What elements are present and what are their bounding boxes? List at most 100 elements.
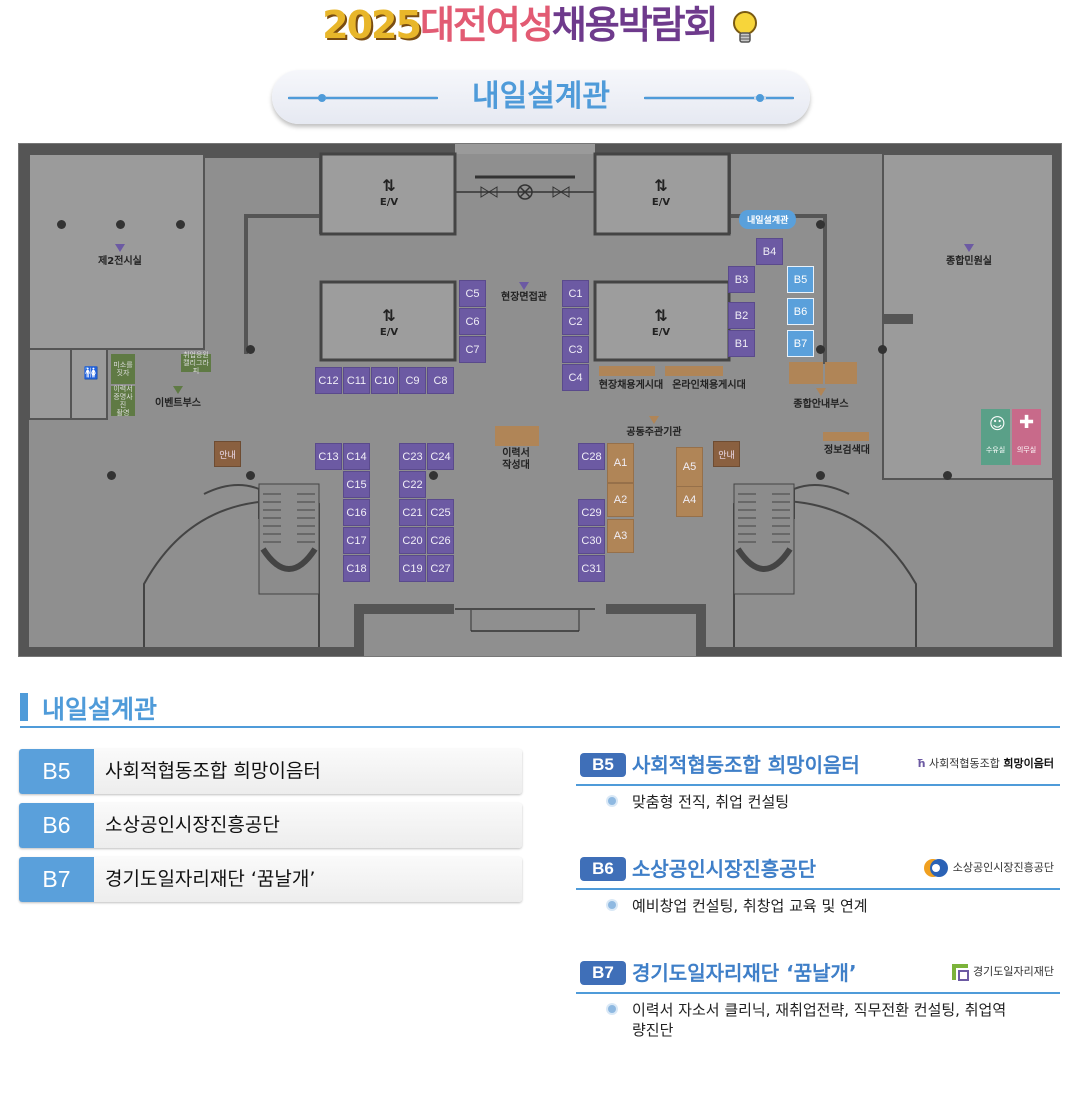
banner-line-left — [288, 94, 438, 102]
booth-c27: C27 — [427, 555, 454, 582]
zone-info-booth: 종합안내부스 — [793, 399, 849, 410]
booth-b6: B6 — [787, 298, 814, 325]
event-title-year: 2025 — [322, 3, 422, 47]
elevator-icon: ⇅ — [654, 306, 668, 325]
booth-c10: C10 — [371, 367, 398, 394]
event-title-part1: 대전 — [419, 3, 488, 47]
event-box-photo: 이력서 증명사진 촬영 — [111, 385, 135, 417]
booth-a5: A5 — [676, 447, 703, 487]
restroom-icon: 🚻 — [83, 366, 99, 380]
hall-banner: 내일설계관 — [272, 70, 810, 124]
booth-c12: C12 — [315, 367, 342, 394]
zone-event-booth: 이벤트부스 — [155, 398, 201, 409]
booth-b4: B4 — [756, 238, 783, 265]
organization-logo: 소상공인시장진흥공단 — [923, 858, 1054, 878]
medical-room-label: 의무실 — [1016, 446, 1037, 454]
booth-a4: A4 — [676, 483, 703, 517]
booth-c16: C16 — [343, 499, 370, 526]
booth-c7: C7 — [459, 336, 486, 363]
elevator-4: ⇅E/V — [646, 306, 676, 338]
zone-info-search: 정보검색대 — [824, 445, 870, 456]
booth-c14: C14 — [343, 443, 370, 470]
booth-code: B6 — [19, 803, 94, 848]
detail-description: 맞춤형 전직, 취업 컨설팅 — [632, 793, 790, 811]
event-title-part3: 채용박람회 — [551, 3, 719, 47]
marker-icon — [816, 388, 826, 396]
booth-c30: C30 — [578, 527, 605, 554]
event-box-smile: 미소를 짓자 — [111, 354, 135, 384]
banner-line-right — [644, 94, 794, 102]
marker-icon — [173, 386, 183, 394]
booth-c24: C24 — [427, 443, 454, 470]
medical-cross-icon: ✚ — [1019, 412, 1035, 433]
baby-icon: ☺ — [989, 414, 1006, 433]
booth-c29: C29 — [578, 499, 605, 526]
booth-c13: C13 — [315, 443, 342, 470]
nursing-room-label: 수유실 — [985, 446, 1006, 454]
booth-b2: B2 — [728, 302, 755, 329]
detail-description: 이력서 자소서 클리닉, 재취업전략, 직무전환 컨설팅, 취업역량진단 — [632, 1001, 1007, 1039]
booth-c23: C23 — [399, 443, 426, 470]
zone-online-board: 온라인채용게시대 — [672, 380, 746, 391]
booth-b1: B1 — [728, 330, 755, 357]
booth-c15: C15 — [343, 471, 370, 498]
booth-b7: B7 — [787, 330, 814, 357]
section-header: 내일설계관 — [20, 688, 1060, 728]
logo-mark-icon: ħ — [916, 757, 926, 770]
booth-a1: A1 — [607, 443, 634, 483]
booth-c8: C8 — [427, 367, 454, 394]
detail-code: B7 — [580, 961, 626, 985]
booth-c19: C19 — [399, 555, 426, 582]
booth-name: 경기도일자리재단 ‘꿈날개’ — [105, 868, 316, 890]
hall-banner-title: 내일설계관 — [472, 79, 610, 114]
hall-location-tag: 내일설계관 — [739, 210, 797, 229]
lightbulb-icon — [732, 10, 757, 43]
booth-b3: B3 — [728, 266, 755, 293]
detail-code: B6 — [580, 857, 626, 881]
booth-c6: C6 — [459, 308, 486, 335]
floor-map: ⇅E/V ⇅E/V ⇅E/V ⇅E/V 제2전시실 종합민원실 현장면접관 이벤… — [18, 143, 1062, 657]
detail-name: 경기도일자리재단 ‘꿈날개’ — [632, 961, 857, 985]
zone-co-host: 공동주관기관 — [626, 427, 682, 438]
booth-c22: C22 — [399, 471, 426, 498]
detail-description: 예비창업 컨설팅, 취창업 교육 및 연계 — [632, 897, 868, 915]
booth-code: B5 — [19, 749, 94, 794]
booth-detail-b7: B7 경기도일자리재단 ‘꿈날개’ 경기도일자리재단 이력서 자소서 클리닉, … — [576, 958, 1060, 1040]
booth-a3: A3 — [607, 519, 634, 553]
detail-name: 사회적협동조합 희망이음터 — [632, 753, 860, 777]
bullet-icon — [608, 797, 616, 805]
booth-detail-b5: B5 사회적협동조합 희망이음터 ħ 사회적협동조합 희망이음터 맞춤형 전직,… — [576, 750, 1060, 812]
booth-code: B7 — [19, 857, 94, 902]
booth-list-item: B6 소상공인시장진흥공단 — [19, 803, 522, 848]
organization-logo: 경기도일자리재단 — [950, 962, 1054, 982]
event-title: 2025대전여성채용박람회 — [0, 2, 1080, 48]
elevator-2: ⇅E/V — [646, 176, 676, 208]
booth-b5: B5 — [787, 266, 814, 293]
elevator-3: ⇅E/V — [374, 306, 404, 338]
zone-onsite-board: 현장채용게시대 — [598, 380, 664, 391]
elevator-icon: ⇅ — [382, 176, 396, 195]
booth-c11: C11 — [343, 367, 370, 394]
marker-icon — [115, 244, 125, 252]
elevator-1: ⇅E/V — [374, 176, 404, 208]
booth-name: 소상공인시장진흥공단 — [105, 814, 280, 836]
medical-room: 의무실 — [1012, 409, 1041, 465]
semas-logo-icon — [924, 859, 949, 877]
nursing-room: 수유실 — [981, 409, 1010, 465]
booth-c5: C5 — [459, 280, 486, 307]
elevator-icon: ⇅ — [654, 176, 668, 195]
booth-c9: C9 — [399, 367, 426, 394]
zone-interview: 현장면접관 — [501, 292, 547, 303]
booth-c1: C1 — [562, 280, 589, 307]
organization-logo: ħ 사회적협동조합 희망이음터 — [916, 757, 1054, 770]
booth-list-item: B5 사회적협동조합 희망이음터 — [19, 749, 522, 794]
section-marker — [20, 693, 28, 721]
zone-exhibit2: 제2전시실 — [98, 256, 142, 267]
detail-code: B5 — [580, 753, 626, 777]
bullet-icon — [608, 1005, 616, 1013]
booth-c17: C17 — [343, 527, 370, 554]
booth-c31: C31 — [578, 555, 605, 582]
booth-c28: C28 — [578, 443, 605, 470]
booth-c21: C21 — [399, 499, 426, 526]
booth-c20: C20 — [399, 527, 426, 554]
